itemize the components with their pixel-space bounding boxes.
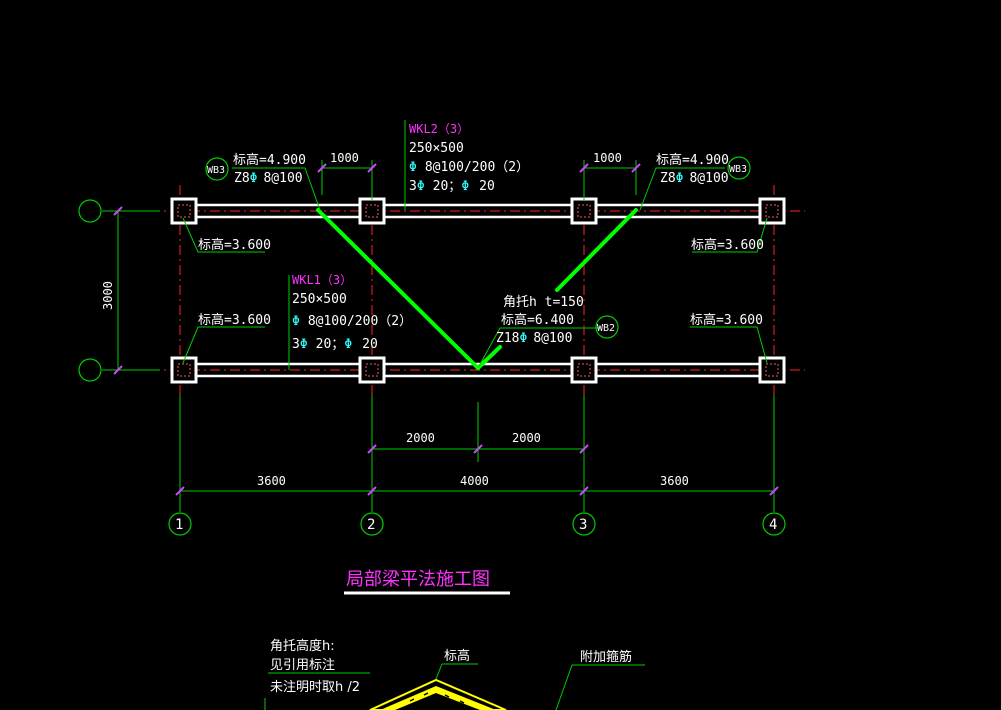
slab-tag-circles xyxy=(205,156,751,339)
column xyxy=(358,197,386,225)
axis-label: 4 xyxy=(769,517,777,533)
axis-label: 3 xyxy=(579,517,587,533)
offset-dimension: 1000 xyxy=(330,151,359,165)
columns xyxy=(170,197,786,384)
detail-note-2: 见引用标注 xyxy=(270,658,335,673)
wb2-elevation: 标高=6.400 xyxy=(501,312,574,328)
detail-note-3: 未注明时取h /2 xyxy=(270,680,360,695)
beams xyxy=(185,203,770,378)
elevation-label: 标高=3.600 xyxy=(198,237,271,253)
offset-dimension: 1000 xyxy=(593,151,622,165)
wkl1-name: WKL1（3） xyxy=(292,273,352,287)
drawing-title: 局部梁平法施工图 xyxy=(346,569,490,590)
detail-extra-stirrup-label: 附加箍筋 xyxy=(580,649,632,665)
slab-tag-wb3-left: WB3 xyxy=(207,165,225,176)
detail-leader xyxy=(435,663,478,680)
slab-tag-wb3-right: WB3 xyxy=(729,164,747,175)
span-dimension: 3600 xyxy=(257,474,286,488)
bay-depth-dimension: 3000 xyxy=(101,281,115,310)
wb3-right-elevation: 标高=4.900 xyxy=(656,152,729,168)
dimension-ticks xyxy=(113,163,779,496)
elevation-label: 标高=3.600 xyxy=(198,312,271,328)
axis-lines xyxy=(110,185,805,495)
haunch-detail-graphic xyxy=(369,678,507,710)
axis-bubbles xyxy=(78,199,786,536)
wb3-left-elevation: 标高=4.900 xyxy=(233,152,306,168)
column xyxy=(758,197,786,225)
column xyxy=(570,356,598,384)
span-dimension: 4000 xyxy=(460,474,489,488)
wkl1-size: 250×500 xyxy=(292,292,347,307)
sub-span-dimension: 2000 xyxy=(406,431,435,445)
column xyxy=(170,356,198,384)
detail-note-1: 角托高度h: xyxy=(270,638,335,654)
detail-leader xyxy=(555,664,645,710)
slab-tag-wb2: WB2 xyxy=(597,323,615,334)
wb2-haunch: 角托h t=150 xyxy=(503,295,584,310)
span-dimension: 3600 xyxy=(660,474,689,488)
leader-lines xyxy=(182,120,768,370)
elevation-label: 标高=3.600 xyxy=(691,237,764,253)
elevation-label: 标高=3.600 xyxy=(690,312,763,328)
column xyxy=(758,356,786,384)
detail-elevation-label: 标高 xyxy=(444,648,470,664)
column xyxy=(358,356,386,384)
axis-label: 2 xyxy=(367,517,375,533)
axis-extensions xyxy=(102,210,775,512)
column xyxy=(570,197,598,225)
column xyxy=(170,197,198,225)
axis-label: 1 xyxy=(175,517,183,533)
roof-ridge xyxy=(316,208,638,370)
wkl2-size: 250×500 xyxy=(409,141,464,156)
sub-span-dimension: 2000 xyxy=(512,431,541,445)
wkl2-name: WKL2（3） xyxy=(409,122,469,136)
